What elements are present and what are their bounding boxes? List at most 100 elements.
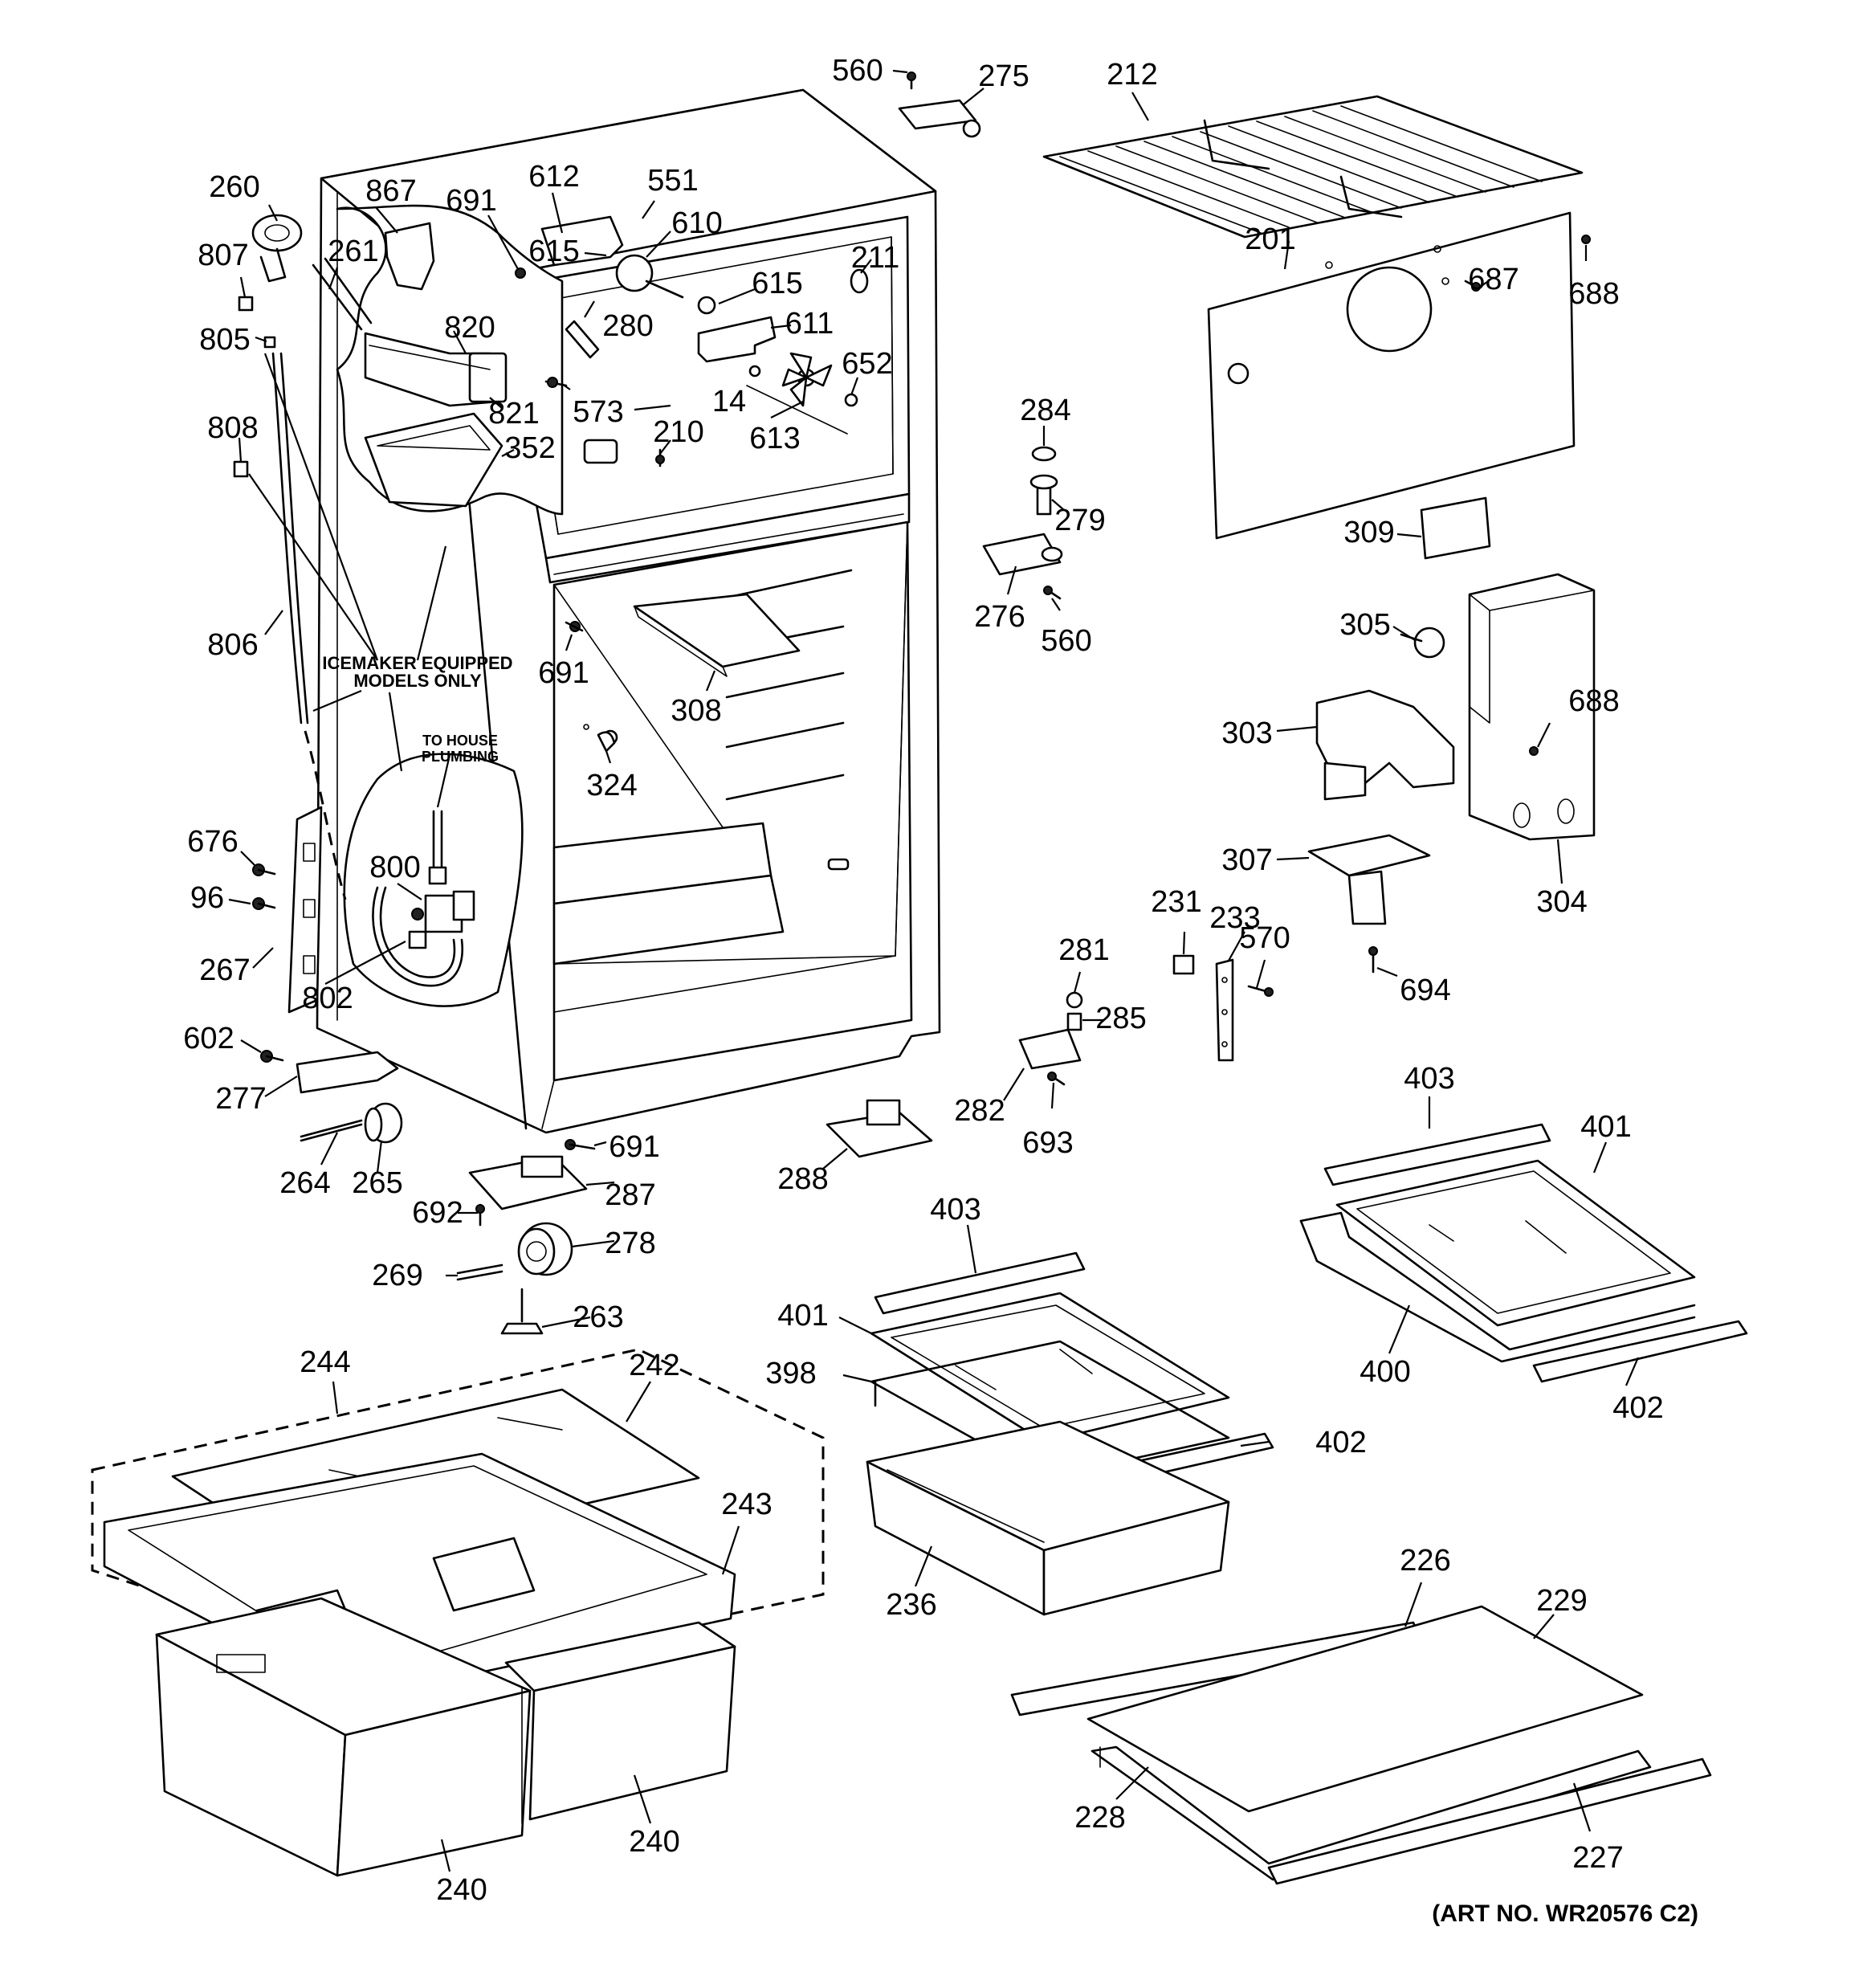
callout-277: 277 <box>215 1082 266 1116</box>
callout-244: 244 <box>300 1345 350 1379</box>
callout-284: 284 <box>1020 394 1070 427</box>
callout-611: 611 <box>785 307 834 341</box>
callout-570: 570 <box>1239 921 1290 955</box>
callout-693: 693 <box>1022 1126 1073 1160</box>
callout-615: 615 <box>528 235 579 268</box>
callout-694: 694 <box>1400 974 1450 1007</box>
fresh-food-shelf-center <box>866 1251 1274 1616</box>
callout-352: 352 <box>504 431 555 465</box>
callout-615: 615 <box>752 267 802 300</box>
callout-867: 867 <box>365 174 416 208</box>
callout-304: 304 <box>1536 885 1587 919</box>
leader-lines <box>228 69 1640 1872</box>
callout-691: 691 <box>446 184 496 218</box>
callout-265: 265 <box>352 1166 402 1200</box>
callout-228: 228 <box>1074 1801 1125 1835</box>
callout-400: 400 <box>1360 1355 1410 1389</box>
callout-805: 805 <box>199 323 250 357</box>
callout-612: 612 <box>528 160 579 194</box>
callout-242: 242 <box>629 1349 679 1382</box>
callout-610: 610 <box>671 206 722 240</box>
callout-263: 263 <box>573 1300 623 1334</box>
callout-240: 240 <box>629 1825 679 1859</box>
callout-398: 398 <box>765 1357 816 1390</box>
water-inlet-parts <box>233 214 347 900</box>
callout-281: 281 <box>1058 933 1109 967</box>
callout-808: 808 <box>207 411 258 445</box>
callout-401: 401 <box>777 1299 828 1333</box>
crisper-assembly <box>91 1348 825 1877</box>
callout-267: 267 <box>199 953 250 987</box>
callout-227: 227 <box>1572 1841 1623 1875</box>
callout-264: 264 <box>279 1166 330 1200</box>
fresh-food-shelf-right <box>1299 1123 1748 1383</box>
callout-280: 280 <box>602 309 653 343</box>
callout-560: 560 <box>832 54 883 88</box>
art-number: (ART NO. WR20576 C2) <box>1432 1900 1698 1927</box>
callout-560: 560 <box>1041 624 1091 658</box>
callout-275: 275 <box>978 59 1029 93</box>
callout-233: 233 <box>1209 901 1260 935</box>
callout-687: 687 <box>1468 263 1519 296</box>
callout-285: 285 <box>1095 1002 1146 1035</box>
callout-226: 226 <box>1400 1544 1450 1578</box>
callout-261: 261 <box>328 235 378 268</box>
callout-14: 14 <box>712 385 746 418</box>
callout-692: 692 <box>412 1196 463 1230</box>
callout-240: 240 <box>436 1873 487 1907</box>
callout-820: 820 <box>444 311 495 345</box>
callout-401: 401 <box>1580 1110 1631 1144</box>
evaporator-fan <box>781 352 833 407</box>
part-callouts: 560 275 212 260 867 691 612 551 610 807 261 615 615 2… <box>183 54 1663 1907</box>
house-plumbing-note-line2: PLUMBING <box>422 749 499 765</box>
lower-mounting-parts <box>252 806 596 1335</box>
water-valve-assembly <box>343 753 524 1007</box>
callout-303: 303 <box>1221 716 1272 750</box>
callout-278: 278 <box>605 1227 655 1260</box>
icemaker-note-line1: ICEMAKER EQUIPPED <box>322 653 512 673</box>
callout-243: 243 <box>721 1488 772 1521</box>
callout-688: 688 <box>1568 684 1619 718</box>
freezer-back-panel-201 <box>1207 211 1591 560</box>
callout-212: 212 <box>1107 58 1157 92</box>
fresh-food-shelf-lower <box>1010 1605 1712 1885</box>
callout-269: 269 <box>372 1259 422 1292</box>
callout-403: 403 <box>1404 1062 1454 1096</box>
house-plumbing-note-line1: TO HOUSE <box>422 733 498 749</box>
callout-288: 288 <box>777 1162 828 1196</box>
callout-402: 402 <box>1315 1426 1366 1459</box>
callout-573: 573 <box>573 395 623 429</box>
callout-231: 231 <box>1151 885 1201 919</box>
callout-676: 676 <box>187 825 238 859</box>
callout-800: 800 <box>369 851 420 884</box>
callout-305: 305 <box>1339 608 1390 642</box>
icemaker-note-line2: MODELS ONLY <box>353 671 482 691</box>
callout-802: 802 <box>302 982 353 1015</box>
callout-602: 602 <box>183 1022 234 1055</box>
callout-276: 276 <box>974 600 1025 634</box>
callout-307: 307 <box>1221 843 1272 877</box>
callout-324: 324 <box>586 769 637 802</box>
callout-210: 210 <box>653 415 703 449</box>
callout-403: 403 <box>930 1193 980 1227</box>
callout-308: 308 <box>671 694 721 728</box>
callout-211: 211 <box>851 241 900 275</box>
callout-229: 229 <box>1536 1584 1587 1618</box>
callout-551: 551 <box>647 164 698 198</box>
callout-260: 260 <box>209 170 259 204</box>
callout-96: 96 <box>190 881 224 915</box>
callout-613: 613 <box>749 422 800 455</box>
callout-691: 691 <box>538 656 589 690</box>
callout-688: 688 <box>1568 277 1619 311</box>
callout-807: 807 <box>198 239 248 272</box>
callout-402: 402 <box>1612 1391 1663 1425</box>
callout-821: 821 <box>488 397 539 431</box>
dispenser-parts <box>1172 573 1596 1062</box>
callout-201: 201 <box>1245 222 1295 256</box>
callout-236: 236 <box>886 1588 936 1622</box>
callout-282: 282 <box>954 1094 1005 1128</box>
callout-691: 691 <box>609 1130 659 1164</box>
callout-279: 279 <box>1054 504 1105 537</box>
